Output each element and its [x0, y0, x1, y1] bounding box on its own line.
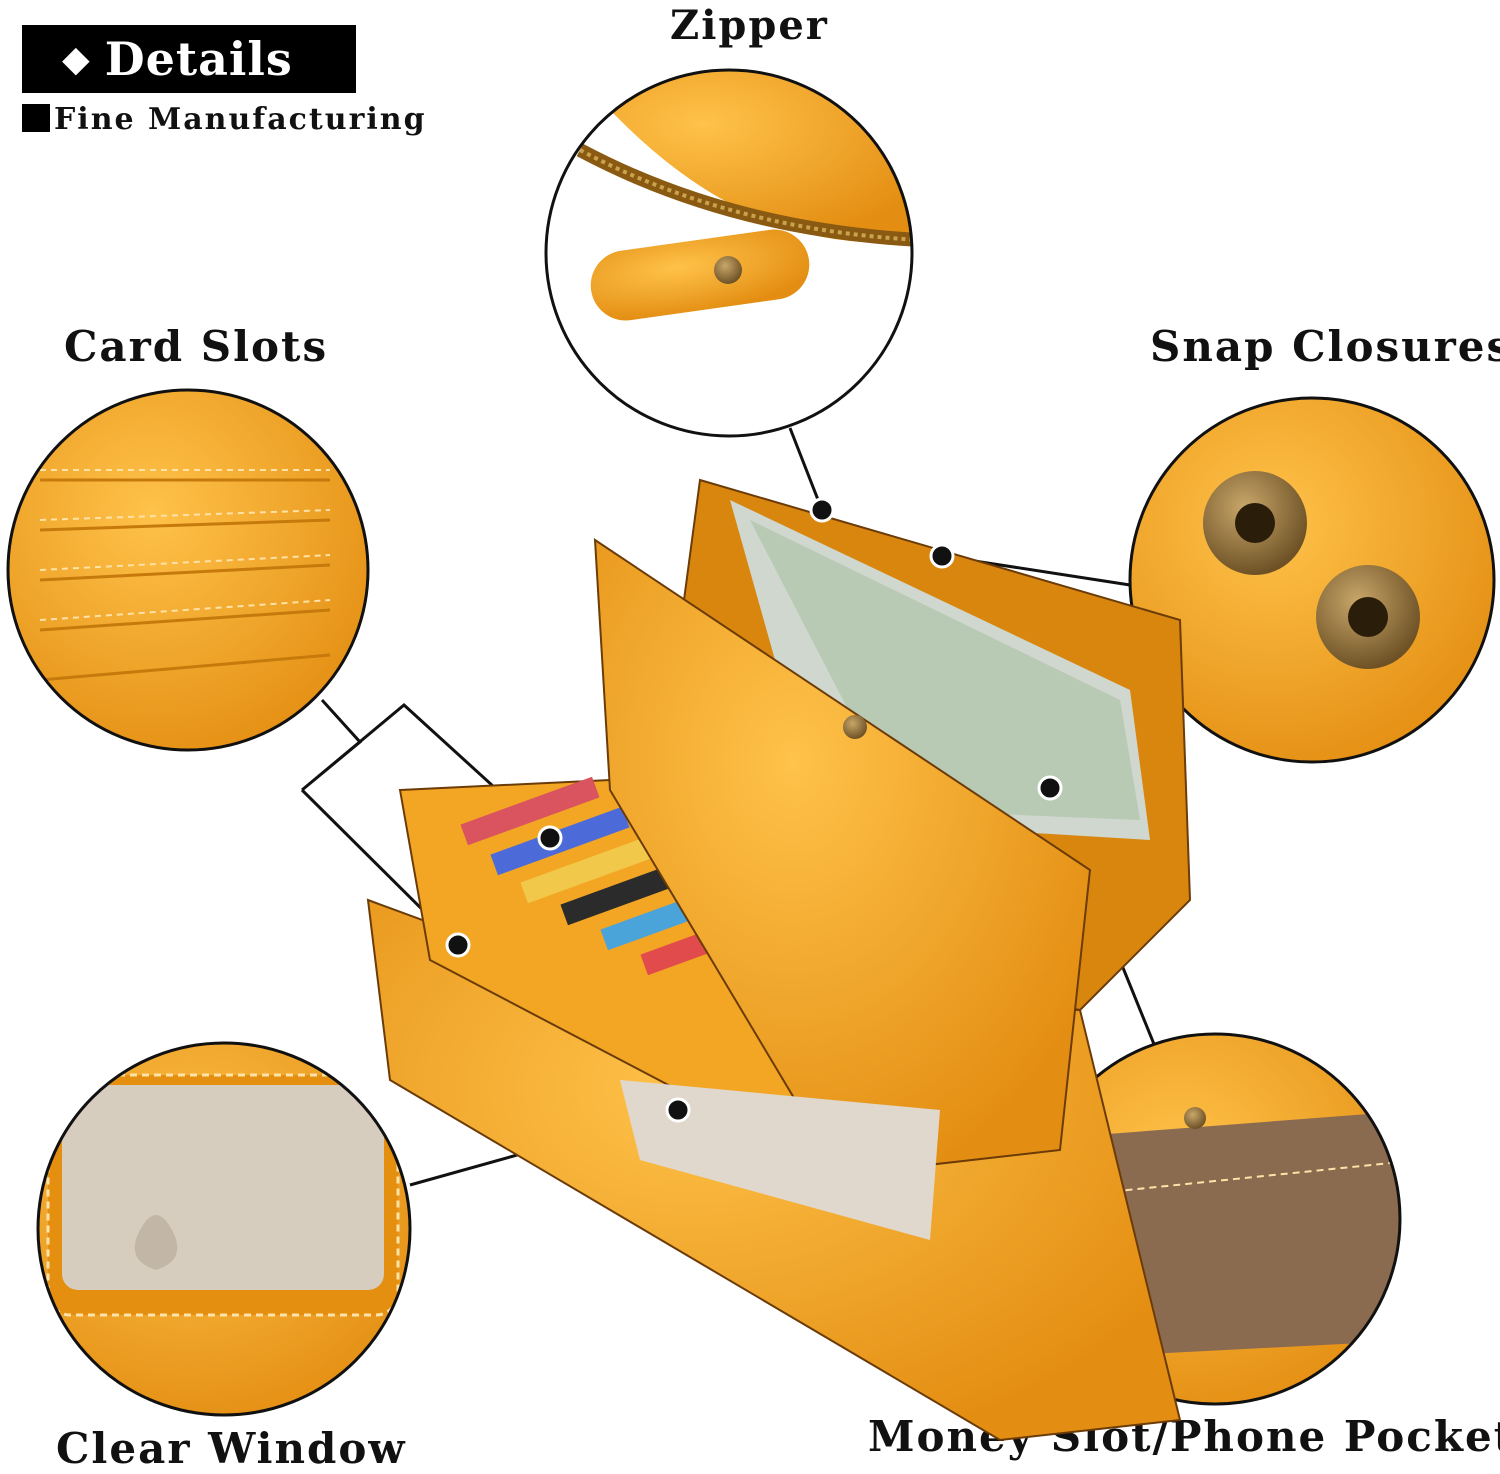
wallet-main: [366, 478, 1192, 1442]
diamond-icon: ◆: [62, 38, 91, 80]
subtitle-text: Fine Manufacturing: [54, 102, 427, 137]
clear-window-detail: [38, 1043, 410, 1415]
callout-card-slots: Card Slots: [64, 322, 329, 371]
details-badge: ◆ Details: [22, 25, 356, 93]
card-slots-detail: [8, 390, 368, 750]
callout-zipper: Zipper: [670, 2, 829, 49]
callout-snap-closures: Snap Closures: [1150, 322, 1500, 371]
zipper-detail: [546, 70, 912, 436]
callout-clear-window: Clear Window: [56, 1424, 407, 1473]
leader-dots: [445, 497, 1063, 1123]
subtitle: Fine Manufacturing: [22, 102, 427, 137]
details-label: Details: [104, 32, 293, 86]
square-bullet-icon: [22, 104, 50, 132]
snap-detail: [1130, 398, 1494, 762]
